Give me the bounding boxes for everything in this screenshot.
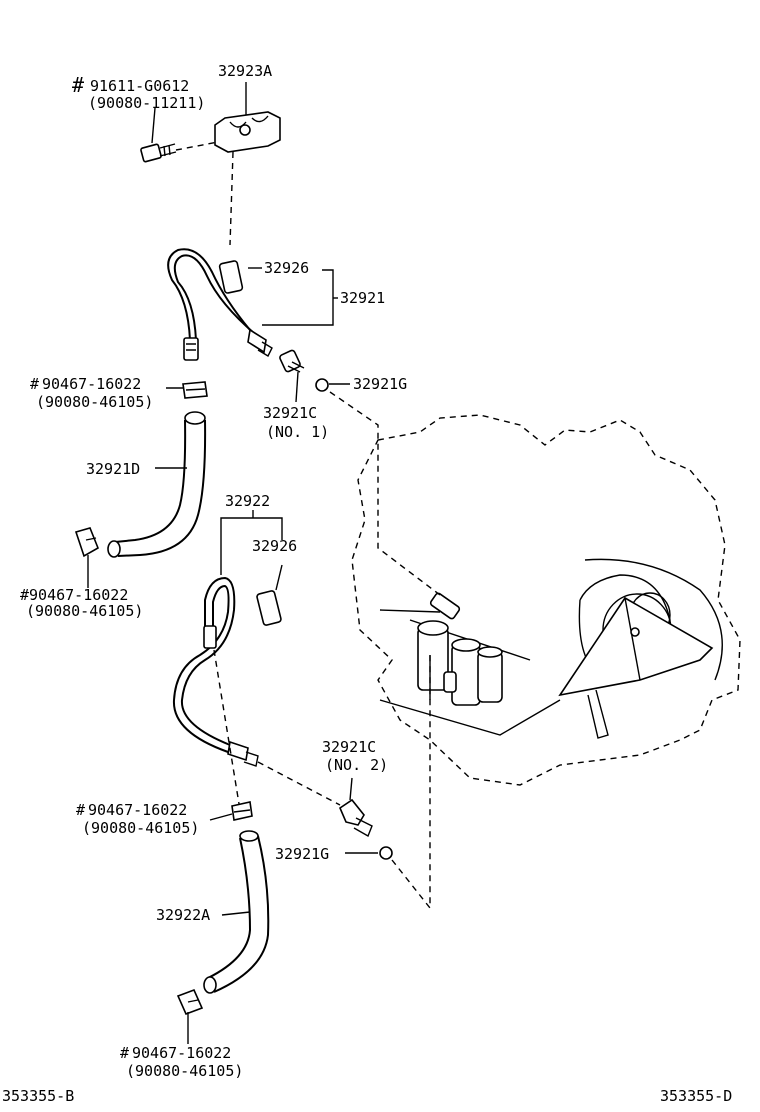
clip-lower-2 <box>176 988 204 1044</box>
oring-32921g-1 <box>315 378 350 392</box>
label-bolt: # 91611-G0612 (90080-11211) <box>72 73 205 112</box>
clip-upper-1 <box>166 381 208 399</box>
oring-32921g-2 <box>345 846 393 860</box>
sleeve-32926-2 <box>256 590 282 626</box>
label-clip-2: #90467-16022 (90080-46105) <box>20 586 143 620</box>
clip-3-part-number: 90467-16022 <box>88 801 187 819</box>
label-union-no1: (NO. 1) <box>266 423 329 441</box>
label-hose-32922a: 32922A <box>156 906 210 924</box>
tube-32921 <box>167 248 273 361</box>
guide-union2-to-transaxle <box>391 655 431 911</box>
clip-4-alt-number: (90080-46105) <box>126 1062 243 1080</box>
hash-mark: # <box>30 375 39 393</box>
bolt-alt-number: (90080-11211) <box>88 94 205 112</box>
label-clip-4: # 90467-16022 (90080-46105) <box>120 1044 243 1080</box>
label-oring-32921g-1: 32921G <box>353 375 407 393</box>
clip-1-alt-number: (90080-46105) <box>36 393 153 411</box>
bolt-91611 <box>140 107 219 163</box>
label-union-32921c-2: 32921C <box>322 738 376 756</box>
clip-lower-1 <box>74 527 100 588</box>
label-oring-32921g-2: 32921G <box>275 845 329 863</box>
clip-upper-2 <box>209 801 253 821</box>
label-union-32921c-1: 32921C <box>263 404 317 422</box>
guide-clamp-to-sleeve <box>229 151 234 246</box>
hash-mark: # <box>120 1044 129 1062</box>
footer-right-code: 353355-D <box>660 1087 732 1105</box>
footer-left-code: 353355-B <box>2 1087 74 1105</box>
bolt-part-number: 91611-G0612 <box>90 77 189 95</box>
bracket-32921 <box>248 267 338 326</box>
label-clamp-32923a: 32923A <box>218 62 272 80</box>
hash-mark: # <box>72 73 84 97</box>
label-union-no2: (NO. 2) <box>325 756 388 774</box>
label-sleeve-32926-2: 32926 <box>252 537 297 555</box>
union-no1 <box>279 349 305 403</box>
transaxle-outline <box>351 414 741 786</box>
guide-tube2-to-union2 <box>257 761 341 806</box>
sleeve-32926 <box>218 260 244 294</box>
clip-1-part-number: 90467-16022 <box>42 375 141 393</box>
bracket-32922 <box>220 510 283 591</box>
clip-2-alt-number: (90080-46105) <box>26 602 143 620</box>
label-tube-32922: 32922 <box>225 492 270 510</box>
clamp-32923a <box>214 82 281 153</box>
label-tube-32921: 32921 <box>340 289 385 307</box>
guide-union1-to-transaxle <box>329 391 445 599</box>
guide-tube2-to-clip <box>213 649 241 811</box>
clip-4-part-number: 90467-16022 <box>132 1044 231 1062</box>
union-no2 <box>339 777 373 838</box>
label-hose-32921d: 32921D <box>86 460 140 478</box>
tube-32922 <box>172 576 259 767</box>
label-sleeve-32926: 32926 <box>264 259 309 277</box>
hash-mark: # <box>76 801 85 819</box>
clip-3-alt-number: (90080-46105) <box>82 819 199 837</box>
label-clip-1: # 90467-16022 (90080-46105) <box>30 375 153 411</box>
hose-32922a <box>203 830 270 994</box>
label-clip-3: # 90467-16022 (90080-46105) <box>76 801 199 837</box>
clip-2-part-number: #90467-16022 <box>20 586 128 604</box>
hose-32921d <box>107 411 207 558</box>
